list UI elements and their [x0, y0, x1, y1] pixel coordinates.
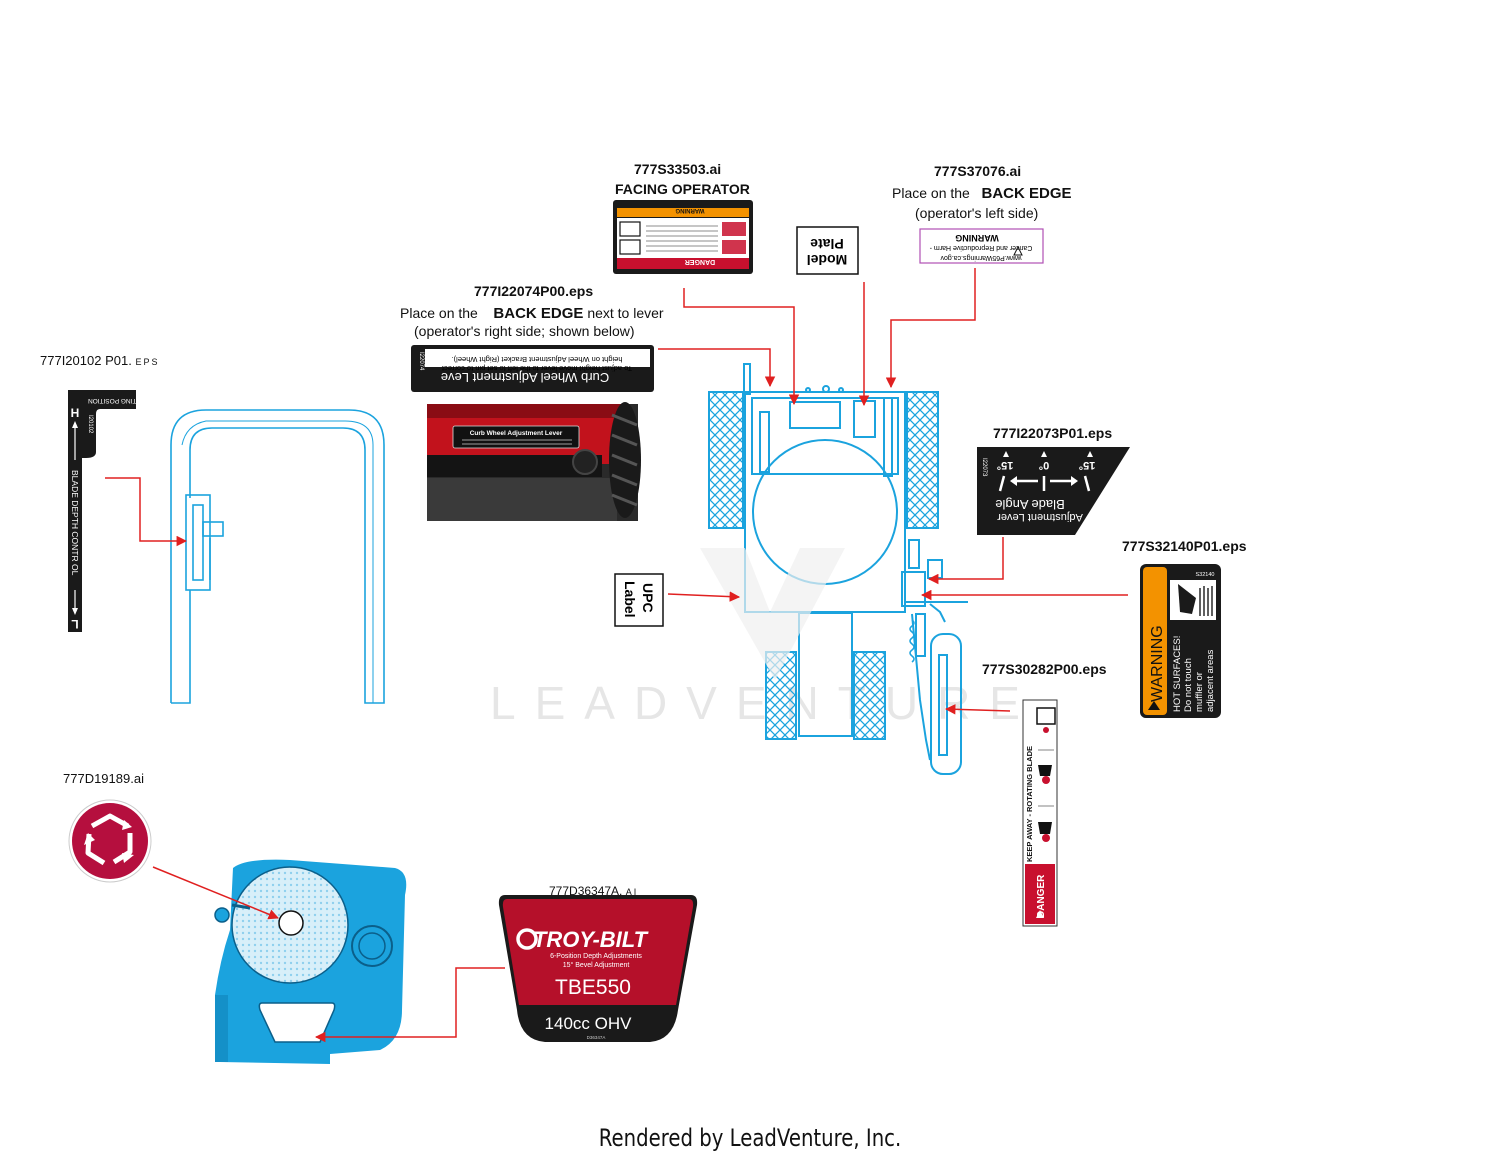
filename-777i22074: 777I22074P00.eps [474, 283, 594, 299]
filename-777s32140: 777S32140P01.eps [1122, 538, 1247, 554]
s33503-danger-text: DANGER [685, 258, 715, 265]
s37076-line1: Cancer and Reproductive Harm - [929, 244, 1032, 251]
model-plate-line2: Plate [810, 236, 844, 252]
troybilt-line1: 6-Position Depth Adjustments [550, 953, 642, 960]
label-777s32140: WARNING HOT SURFACES! Do not touch muffl… [1140, 564, 1221, 718]
troybilt-code: D36347A [587, 1035, 606, 1040]
photo-label-text: Curb Wheel Adjustment Lever [470, 430, 563, 437]
troybilt-brand: TROY-BILT [533, 927, 649, 952]
engine-drawing [214, 859, 407, 1064]
s37076-warning: WARNING [955, 233, 999, 243]
model-plate-label: Model Plate [796, 226, 859, 275]
model-plate-line1: Model [807, 252, 847, 268]
s32140-line2: Do not touch [1183, 658, 1194, 712]
label-777i22073: 15° 0° 15° Adjustment Lever Blade Angle … [977, 447, 1130, 535]
note-sub-777i22074: (operator's right side; shown below) [414, 323, 635, 339]
label-777s33503: WARNING DANGER [613, 200, 753, 274]
i22074-code: I22074 [418, 352, 424, 371]
label-777d36347a: TROY-BILT 6-Position Depth Adjustments 1… [498, 895, 698, 1042]
curb-wheel-photo: Curb Wheel Adjustment Lever [427, 402, 641, 521]
s33503-warning-text: WARNING [675, 207, 704, 213]
label-777i22074: To adjust height move lever to the left … [411, 345, 654, 392]
i22074-line2: height on Wheel Adjustment Bracket (Righ… [452, 355, 623, 364]
filename-777s33503: 777S33503.ai [634, 161, 722, 177]
troybilt-engine: 140cc OHV [545, 1014, 633, 1033]
angle-0: 0° [1039, 459, 1050, 471]
label-777d19189 [68, 799, 152, 883]
s30282-danger: DANGER [1036, 874, 1047, 918]
s32140-line4: adjacent areas [1205, 649, 1216, 712]
s32140-code: S32140 [1196, 572, 1215, 578]
label-777i20102: STAR TING POSITION H L BLADE DEPTH CONTR… [68, 390, 155, 632]
blade-angle-line1: Blade Angle [995, 497, 1064, 512]
filename-777d36347a: 777D36347A. AI [549, 884, 639, 898]
s37076-line2: www.P65Warnings.ca.gov [940, 254, 1023, 261]
troybilt-line2: 15° Bevel Adjustment [563, 961, 630, 969]
l-letter: L [71, 617, 78, 631]
note-facing-operator: FACING OPERATOR [615, 181, 750, 197]
s32140-warning-text: WARNING [1149, 625, 1166, 702]
label-777s30282: DANGER KEEP AWAY - ROTATING BLADE [1022, 699, 1058, 927]
starting-position-text: STAR TING POSITION [88, 397, 155, 404]
filename-777i20102: 777I20102 P01. EPS [40, 353, 160, 368]
angle-15-right: 15° [1079, 459, 1096, 471]
blade-angle-line2: Adjustment Lever [997, 511, 1083, 523]
s32140-line3: muffler or [1194, 672, 1205, 712]
leader-arrows [152, 268, 1128, 1043]
label-777s37076: www.P65Warnings.ca.gov Cancer and Reprod… [919, 228, 1044, 264]
blade-depth-control-text: BLADE DEPTH CONTR OL [70, 470, 80, 576]
angle-15-left: 15° [997, 459, 1014, 471]
h-letter: H [71, 406, 80, 420]
label-code: I20102 [87, 415, 93, 434]
handle-frame-drawing [170, 409, 385, 704]
note-sub-777s37076: (operator's left side) [915, 205, 1039, 221]
upc-label: UPC Label [614, 573, 664, 627]
upc-line2: Label [622, 581, 638, 618]
filename-777d19189: 777D19189.ai [63, 771, 144, 786]
i22074-title: Curb Wheel Adjustment Leve [441, 370, 609, 385]
footer-rendered-by: Rendered by LeadVenture, Inc. [598, 1124, 902, 1152]
machine-top-view [708, 363, 968, 775]
i22073-code: I22073 [981, 458, 987, 477]
s32140-line1: HOT SURFACES! [1172, 636, 1183, 712]
troybilt-model: TBE550 [555, 976, 631, 999]
note-777s37076: Place on the BACK EDGE [892, 185, 1072, 202]
s30282-text: KEEP AWAY - ROTATING BLADE [1025, 746, 1034, 862]
i22074-line1: To adjust height move lever to the left … [441, 364, 632, 373]
filename-777s37076: 777S37076.ai [934, 163, 1022, 179]
upc-line1: UPC [640, 583, 656, 613]
filename-777s30282: 777S30282P00.eps [982, 661, 1107, 677]
note-777i22074: Place on the BACK EDGE next to lever [400, 305, 664, 322]
filename-777i22073: 777I22073P01.eps [993, 425, 1113, 441]
